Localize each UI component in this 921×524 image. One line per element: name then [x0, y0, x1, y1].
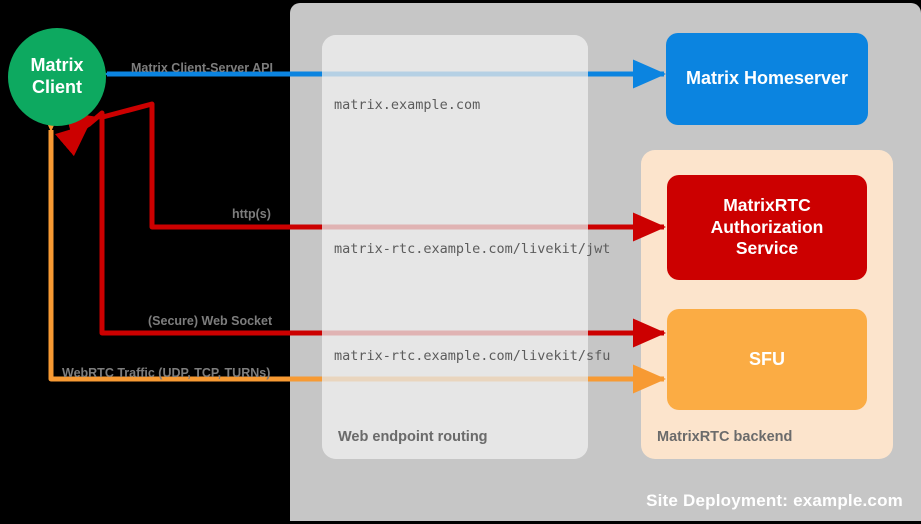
- node-sfu[interactable]: SFU: [667, 309, 867, 410]
- node-matrix-homeserver-label: Matrix Homeserver: [685, 68, 849, 89]
- node-auth-line1: MatrixRTC: [723, 195, 811, 216]
- wire-label-matrix-client-server-api: Matrix Client-Server API: [131, 61, 273, 75]
- wire-label-http-s: http(s): [232, 207, 271, 221]
- node-auth-line3: Service: [735, 238, 799, 259]
- web-endpoint-routing-label: Web endpoint routing: [338, 429, 488, 445]
- node-matrixrtc-authorization-service[interactable]: MatrixRTC Authorization Service: [667, 175, 867, 280]
- wire-label-secure-web-socket: (Secure) Web Socket: [148, 314, 273, 328]
- node-auth-label: MatrixRTC Authorization Service: [711, 195, 824, 259]
- matrixrtc-backend-label: MatrixRTC backend: [657, 429, 793, 445]
- node-matrix-client-line2: Client: [31, 77, 82, 97]
- node-matrix-client-label: Matrix Client: [30, 55, 83, 98]
- node-sfu-label: SFU: [749, 348, 785, 369]
- node-matrix-homeserver[interactable]: Matrix Homeserver: [666, 33, 868, 125]
- site-deployment-label: Site Deployment: example.com: [646, 491, 903, 510]
- node-matrix-client-line1: Matrix: [30, 55, 84, 76]
- node-auth-line2: Authorization: [710, 216, 824, 237]
- node-matrix-client[interactable]: Matrix Client: [8, 28, 106, 126]
- wire-label-webrtc-traffic: WebRTC Traffic (UDP, TCP, TURNs): [62, 366, 271, 380]
- web-endpoint-routing-box: Web endpoint routing: [322, 35, 588, 459]
